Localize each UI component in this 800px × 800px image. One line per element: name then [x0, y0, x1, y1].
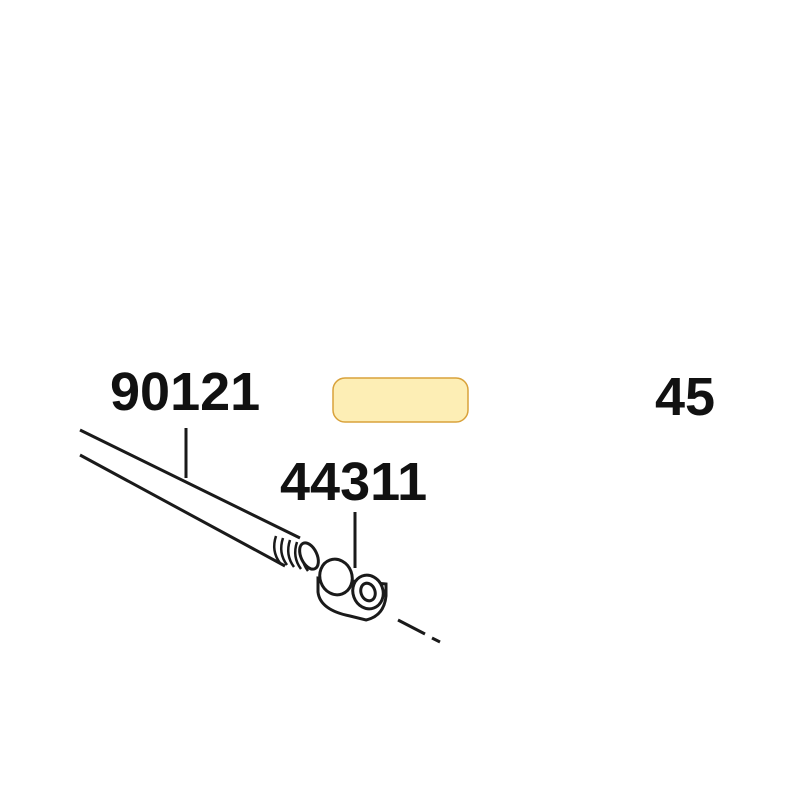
label-90121: 90121 — [110, 362, 260, 422]
spacer-44311 — [316, 557, 388, 622]
highlight-box[interactable] — [332, 377, 469, 423]
label-44311: 44311 — [280, 452, 427, 512]
label-45: 45 — [655, 367, 715, 427]
rod-90121 — [79, 428, 320, 572]
centerline-dashes — [397, 618, 441, 644]
